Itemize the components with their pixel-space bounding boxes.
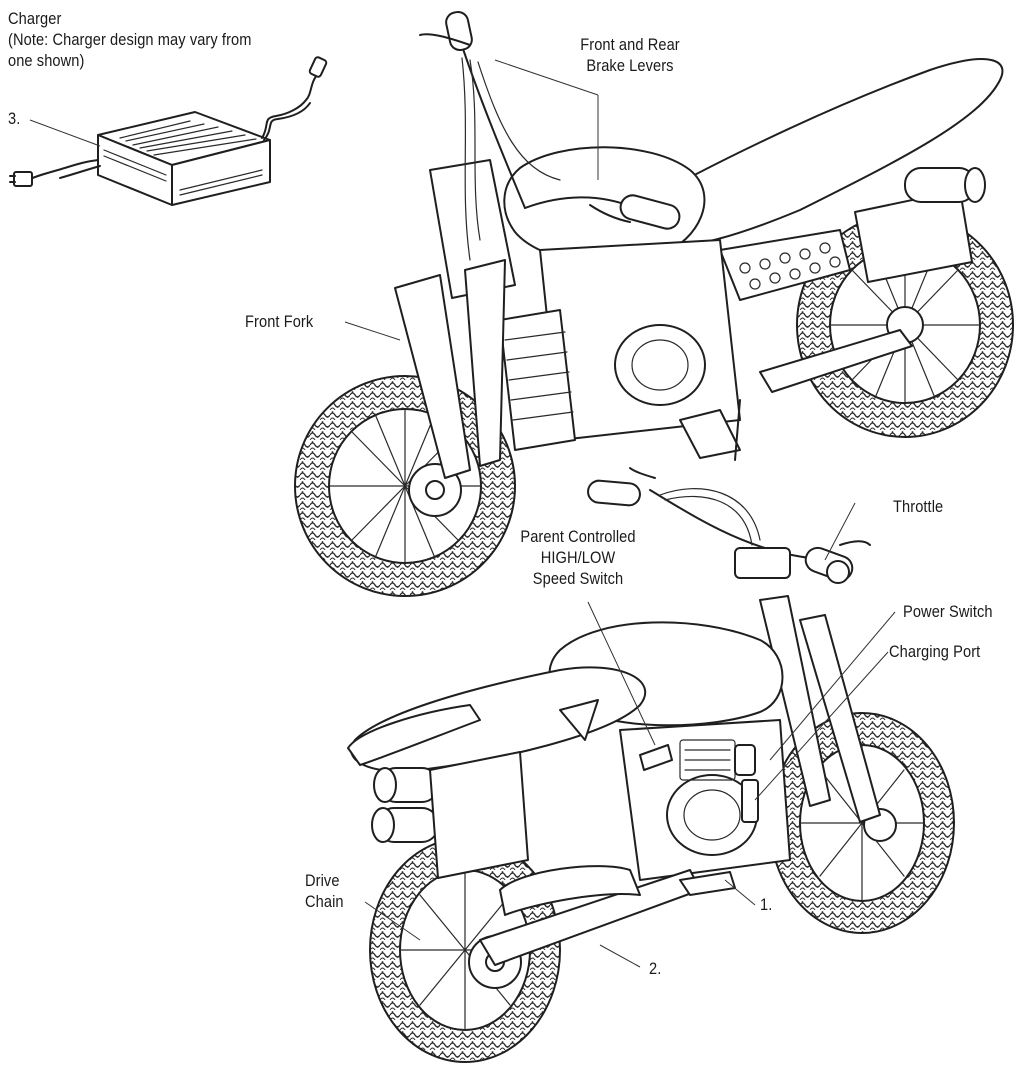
throttle-label: Throttle: [893, 497, 944, 516]
callout-2: 2.: [649, 959, 662, 978]
drive-chain-line2: Chain: [305, 892, 344, 911]
charger-icon: [9, 56, 328, 206]
charger-label-line3: one shown): [8, 51, 85, 70]
brake-levers-label: Front and Rear Brake Levers: [553, 34, 708, 76]
brake-levers-line1: Front and Rear: [580, 35, 680, 54]
motorcycle-bottom-icon: [347, 467, 955, 1063]
charger-label: Charger (Note: Charger design may vary f…: [8, 8, 252, 71]
speed-switch-label: Parent Controlled HIGH/LOW Speed Switch: [501, 526, 656, 589]
speed-switch-line2: HIGH/LOW: [540, 548, 616, 567]
callout-1: 1.: [760, 895, 773, 914]
charging-port-label: Charging Port: [889, 642, 981, 661]
drive-chain-label: Drive Chain: [305, 870, 344, 912]
callout-3: 3.: [8, 109, 21, 128]
front-fork-label: Front Fork: [245, 312, 314, 331]
speed-switch-line3: Speed Switch: [532, 569, 624, 588]
drive-chain-line1: Drive: [305, 871, 340, 890]
brake-levers-line2: Brake Levers: [586, 56, 674, 75]
charger-label-line2: (Note: Charger design may vary from: [8, 30, 252, 49]
motorcycle-top-icon: [294, 10, 1014, 597]
speed-switch-line1: Parent Controlled: [520, 527, 636, 546]
power-switch-label: Power Switch: [903, 602, 993, 621]
charger-label-line1: Charger: [8, 9, 62, 28]
